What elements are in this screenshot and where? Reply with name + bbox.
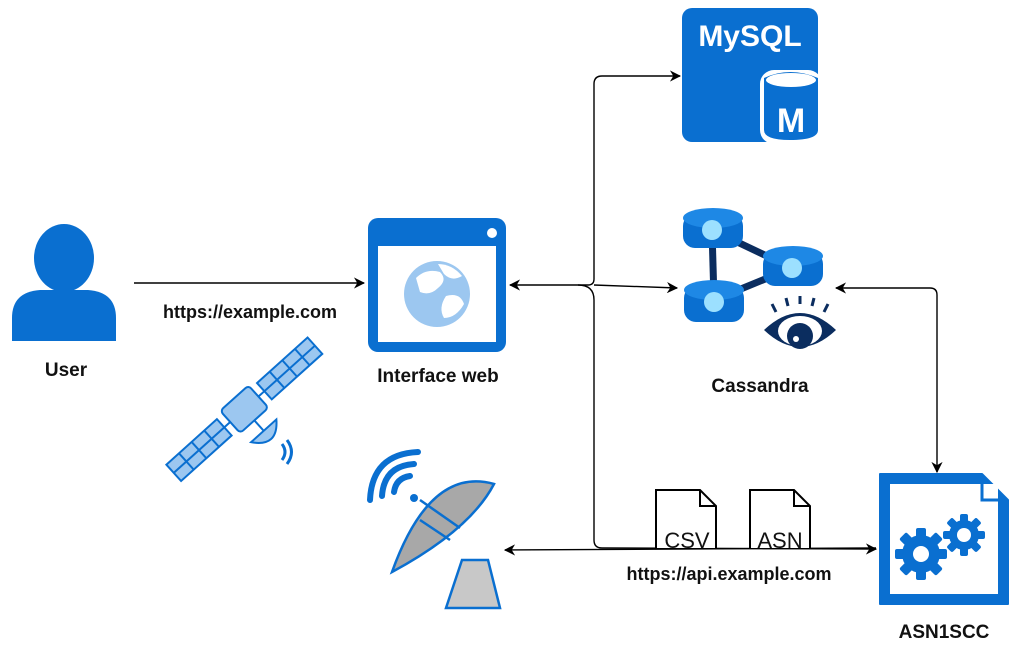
connectors bbox=[134, 70, 943, 556]
eye-icon bbox=[764, 296, 836, 349]
mysql-node[interactable]: MySQL M bbox=[682, 8, 822, 144]
asn1scc-gears-icon bbox=[879, 473, 1009, 605]
mysql-icon: MySQL M bbox=[682, 8, 822, 144]
csv-doc-label: CSV bbox=[664, 528, 710, 553]
cassandra-label: Cassandra bbox=[711, 376, 809, 397]
web-node[interactable]: Interface web bbox=[368, 218, 506, 387]
satellite-signal-icon bbox=[280, 439, 293, 465]
csv-document-icon: CSV bbox=[655, 489, 717, 553]
edge-web-to-cassandra bbox=[593, 282, 679, 294]
asn1scc-node[interactable]: ASN1SCC bbox=[879, 473, 1009, 643]
asn-document-icon: ASN bbox=[749, 489, 811, 553]
user-label: User bbox=[45, 360, 88, 381]
globe-icon bbox=[404, 261, 470, 327]
edge-dish-to-asn1scc bbox=[503, 544, 877, 556]
mysql-badge: M bbox=[777, 102, 805, 140]
dish-signal-icon bbox=[367, 449, 421, 503]
edge-label-example-com: https://example.com bbox=[163, 302, 337, 322]
asn-doc-label: ASN bbox=[757, 528, 802, 553]
edge-web-to-mysql bbox=[508, 70, 682, 291]
user-icon bbox=[12, 224, 116, 341]
web-label: Interface web bbox=[377, 366, 498, 387]
mysql-label: MySQL bbox=[698, 20, 801, 53]
cassandra-node[interactable]: Cassandra bbox=[683, 208, 836, 397]
cassandra-icon bbox=[683, 208, 836, 349]
satellite-dish-icon bbox=[367, 449, 502, 610]
satellite-icon bbox=[164, 336, 324, 483]
user-node[interactable]: User bbox=[12, 224, 116, 381]
asn1scc-label: ASN1SCC bbox=[899, 622, 990, 643]
edge-label-api-example-com: https://api.example.com bbox=[626, 564, 831, 584]
edge-web-branch-down bbox=[577, 284, 878, 555]
web-browser-icon bbox=[368, 218, 506, 352]
edge-cassandra-to-asn1scc bbox=[834, 282, 943, 474]
